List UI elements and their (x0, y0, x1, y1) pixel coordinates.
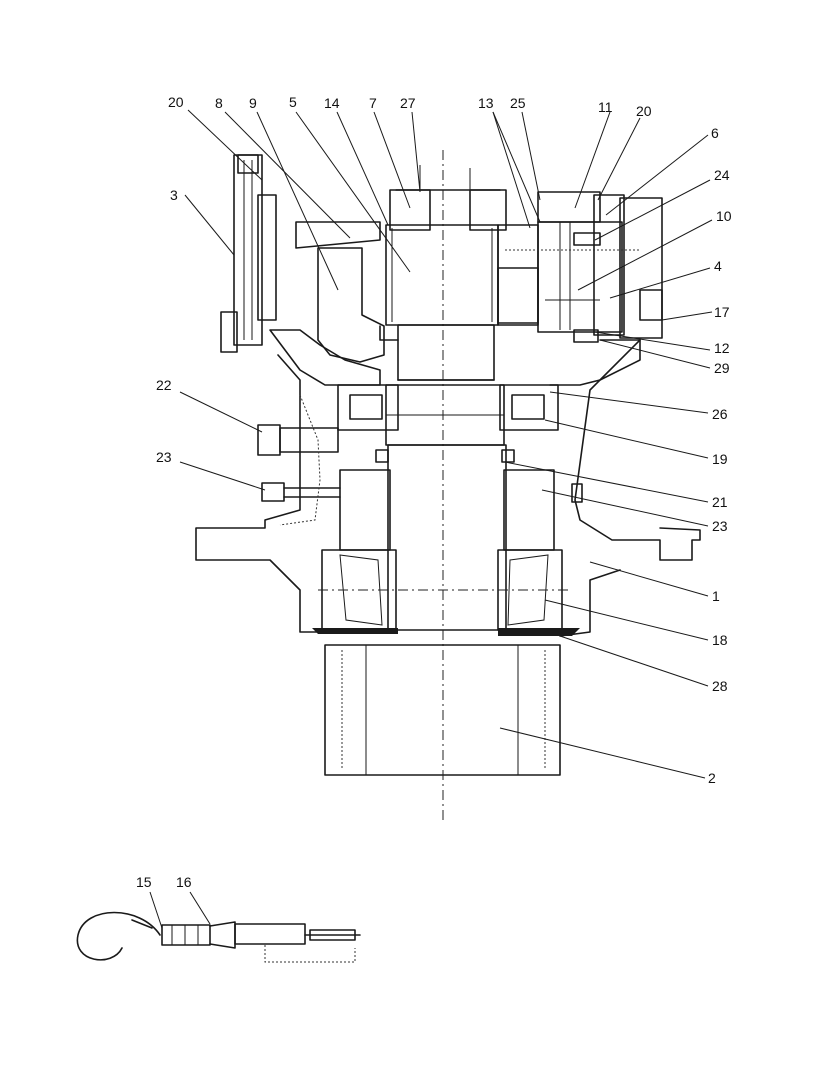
label-29: 29 (714, 360, 730, 376)
planetary-carrier (379, 191, 663, 386)
label-13: 13 (478, 95, 494, 111)
label-9: 9 (249, 95, 257, 111)
label-2: 2 (708, 770, 716, 786)
label-23-left: 23 (156, 449, 172, 465)
label-11: 11 (598, 99, 613, 115)
label-21: 21 (712, 494, 728, 510)
label-28: 28 (712, 678, 728, 694)
label-20-right: 20 (636, 103, 652, 119)
label-17: 17 (714, 304, 730, 320)
label-6: 6 (711, 125, 719, 141)
label-7: 7 (369, 95, 377, 111)
label-16: 16 (176, 874, 192, 890)
label-12: 12 (714, 340, 730, 356)
leader-lines (149, 109, 713, 929)
brake-disc-assembly (220, 154, 277, 353)
label-5: 5 (289, 94, 297, 110)
label-1: 1 (712, 588, 720, 604)
label-24: 24 (714, 167, 730, 183)
label-20-left: 20 (168, 94, 184, 110)
label-10: 10 (716, 208, 732, 224)
label-19: 19 (712, 451, 728, 467)
label-14: 14 (324, 95, 340, 111)
output-shaft (312, 444, 580, 776)
label-26: 26 (712, 406, 728, 422)
label-22: 22 (156, 377, 172, 393)
label-3: 3 (170, 187, 178, 203)
label-25: 25 (510, 95, 526, 111)
label-8: 8 (215, 95, 223, 111)
dipstick (76, 911, 361, 963)
label-23-right: 23 (712, 518, 728, 534)
label-4: 4 (714, 258, 722, 274)
upper-housing (269, 165, 507, 386)
callout-labels: 20 8 9 5 14 7 27 13 25 11 20 6 3 24 10 4… (136, 94, 732, 890)
middle-housing (195, 339, 701, 637)
label-27: 27 (400, 95, 416, 111)
label-18: 18 (712, 632, 728, 648)
label-15: 15 (136, 874, 152, 890)
